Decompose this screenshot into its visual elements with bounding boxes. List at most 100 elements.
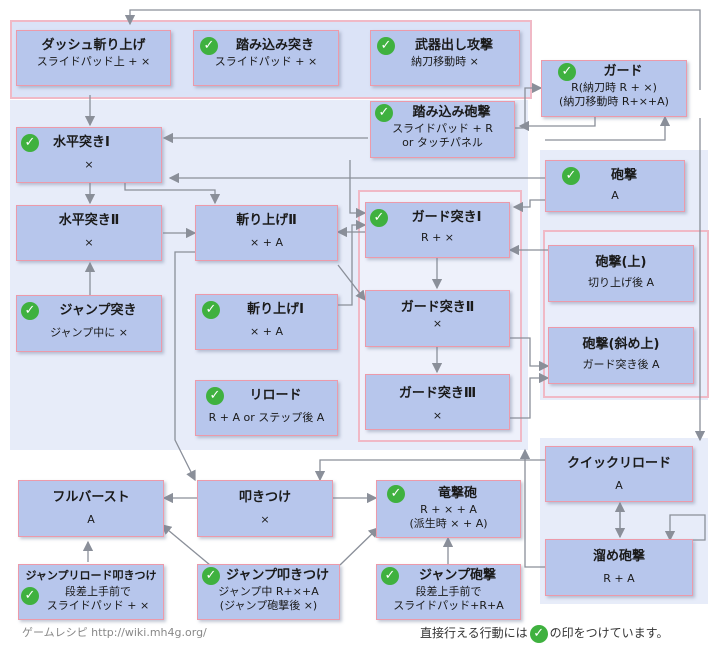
legend-text-after: の印をつけています。 [549, 626, 669, 640]
node-suihei-tsuki-2: 水平突きⅡ × [16, 205, 162, 261]
node-title: 踏み込み突き [235, 38, 314, 53]
node-title: ジャンプ突き [59, 303, 137, 318]
edge-kiriage1-to-gt1 [338, 219, 367, 306]
node-title: 斬り上げⅠ [247, 302, 304, 317]
node-title: 溜め砲撃 [592, 549, 645, 564]
node-sub: R + × [420, 231, 455, 244]
edge-right-to-gt2 [510, 337, 550, 372]
node-title: 武器出し攻撃 [414, 38, 493, 53]
node-fumikomi-hougeki: ✓ 踏み込み砲撃 スライドパッド + R or タッチパネル [370, 101, 515, 158]
node-guard-tsuki-3: ガード突きⅢ × [365, 374, 510, 430]
edge-right-to-gt3 [510, 372, 550, 419]
node-sub: R + × + A [420, 503, 477, 516]
check-circle-icon: ✓ [370, 209, 388, 227]
node-sub: 段差上手前で [415, 585, 482, 598]
legend-text-before: 直接行える行動には [420, 626, 528, 640]
node-suihei-tsuki-1: ✓ 水平突きⅠ × [16, 127, 162, 183]
node-sub: A [611, 189, 619, 202]
edge-jump-tataki-to-ryugeki [339, 527, 379, 566]
node-sub: スライドパッド上 + × [36, 55, 151, 68]
edge-hougeki-to-guard [545, 115, 671, 141]
node-jump-tsuki: ✓ ジャンプ突き ジャンプ中に × [16, 295, 162, 352]
edge-kiriage2-to-gt1 [349, 160, 367, 219]
node-sub: ジャンプ中 R+×+A [218, 585, 319, 598]
node-sub: スライドパッド + × [214, 55, 318, 68]
node-title: ガード [603, 64, 643, 79]
edge-kiriage2-to-gt2 [337, 264, 366, 302]
check-circle-icon: ✓ [387, 485, 405, 503]
node-hougeki-ue: 砲撃(上) 切り上げ後 A [548, 245, 694, 302]
node-sub: × [432, 317, 443, 330]
node-title: クイックリロード [566, 456, 671, 471]
node-kiriage-2: 斬り上げⅡ × + A [195, 205, 338, 261]
check-circle-icon: ✓ [21, 134, 39, 152]
check-circle-icon: ✓ [377, 37, 395, 55]
node-sub: R(納刀時 R + ×) [571, 81, 657, 94]
node-buki-dashi: ✓ 武器出し攻撃 納刀移動時 × [370, 30, 520, 86]
node-title: ダッシュ斬り上げ [41, 38, 146, 53]
node-sub-2: スライドパッド + × [46, 599, 150, 612]
check-circle-icon: ✓ [529, 624, 548, 643]
node-jump-hougeki: ✓ ジャンプ砲撃 段差上手前で スライドパッド+R+A [376, 564, 521, 620]
edge-top-loop [124, 9, 701, 90]
node-title: ジャンプ叩きつけ [226, 568, 329, 583]
check-circle-icon: ✓ [21, 302, 39, 320]
node-kiriage-1: ✓ 斬り上げⅠ × + A [195, 294, 338, 350]
edge-tame-to-ryugeki [519, 448, 545, 568]
edge-guard-to-fumikomi [518, 117, 596, 132]
node-sub: ガード突き後 A [582, 358, 660, 371]
node-title: ジャンプリロード叩きつけ [25, 569, 157, 582]
node-guard-tsuki-1: ✓ ガード突きⅠ R + × [365, 202, 510, 258]
check-circle-icon: ✓ [375, 104, 393, 122]
check-circle-icon: ✓ [200, 37, 218, 55]
footer-credit: ゲームレシピ http://wiki.mh4g.org/ [22, 626, 207, 639]
node-sub: R + A [603, 572, 635, 585]
node-quick-reload: クイックリロード A [545, 446, 693, 502]
node-sub-2: スライドパッド+R+A [393, 599, 504, 612]
node-title: 砲撃(斜め上) [582, 337, 660, 352]
edge-hougeki-to-gt1 [512, 199, 545, 213]
edge-fumikomi-hougeki-to-guard [515, 82, 543, 129]
node-sub: スライドパッド + R [392, 122, 493, 135]
node-sub: × [84, 236, 94, 249]
node-sub: × + A [250, 325, 283, 338]
node-title: 斬り上げⅡ [236, 213, 297, 228]
node-sub-2: or タッチパネル [402, 136, 483, 149]
node-full-burst: フルバースト A [18, 480, 164, 537]
node-sub-2: (ジャンプ砲撃後 ×) [219, 599, 318, 612]
check-circle-icon: ✓ [206, 387, 224, 405]
edge-suihei1-to-kiriage2 [124, 183, 221, 205]
node-sub: R + A or ステップ後 A [208, 411, 325, 424]
node-sub: 切り上げ後 A [587, 276, 655, 289]
check-circle-icon: ✓ [558, 63, 576, 81]
node-title: 水平突きⅠ [53, 135, 110, 150]
node-sub: A [87, 513, 95, 526]
check-circle-icon: ✓ [562, 167, 580, 185]
node-sub: × [432, 409, 443, 422]
node-sub: 段差上手前で [65, 585, 131, 598]
node-tatakitsuke: 叩きつけ × [197, 480, 333, 537]
node-title: 砲撃(上) [595, 255, 647, 270]
node-jump-reload-tatakitsuke: ✓ ジャンプリロード叩きつけ 段差上手前で スライドパッド + × [18, 564, 164, 620]
node-jump-tatakitsuke: ✓ ジャンプ叩きつけ ジャンプ中 R+×+A (ジャンプ砲撃後 ×) [197, 564, 340, 620]
node-sub: A [615, 479, 623, 492]
edge-kiriage2-to-tataki [174, 251, 196, 482]
node-title: ガード突きⅢ [398, 386, 477, 401]
node-sub: × [84, 158, 94, 171]
edge-jump-tataki-to-tataki [161, 524, 211, 566]
node-title: 竜撃砲 [437, 486, 477, 501]
node-guard: ✓ ガード R(納刀時 R + ×) (納刀移動時 R+×+A) [541, 60, 687, 117]
footer-legend: 直接行える行動には✓の印をつけています。 [420, 624, 668, 643]
check-circle-icon: ✓ [381, 567, 399, 585]
node-title: ジャンプ砲撃 [419, 568, 496, 583]
node-reload: ✓ リロード R + A or ステップ後 A [195, 380, 338, 436]
node-guard-tsuki-2: ガード突きⅡ × [365, 290, 510, 347]
node-sub-2: (納刀移動時 R+×+A) [559, 95, 669, 108]
node-dash-kiriage: ダッシュ斬り上げ スライドパッド上 + × [16, 30, 171, 86]
node-title: フルバースト [52, 490, 130, 505]
node-title: 踏み込み砲撃 [412, 105, 491, 120]
check-circle-icon: ✓ [202, 301, 220, 319]
node-hougeki: ✓ 砲撃 A [545, 160, 685, 212]
node-title: リロード [249, 388, 302, 403]
